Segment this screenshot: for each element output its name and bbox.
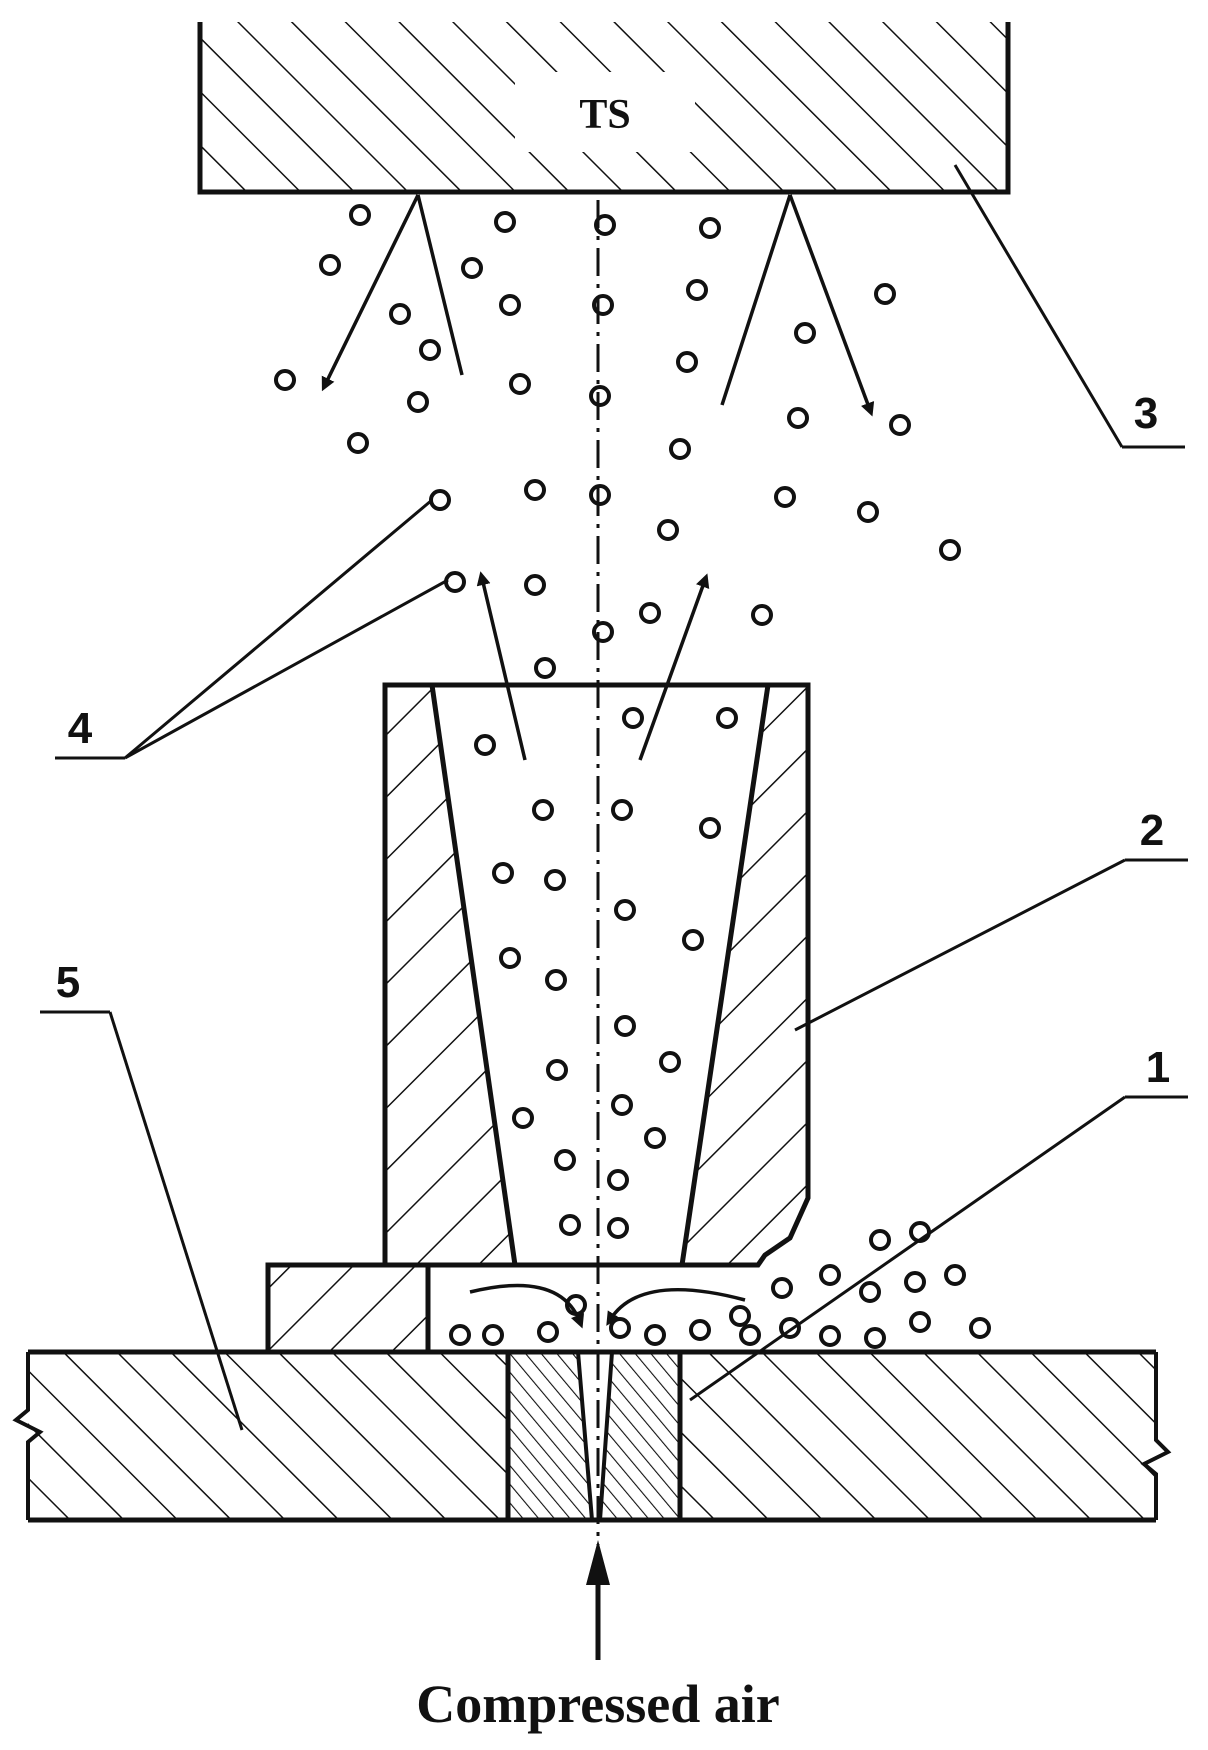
compressed-air-arrow	[586, 1540, 610, 1660]
caption-compressed-air: Compressed air	[416, 1674, 779, 1734]
label-1: 1	[1146, 1043, 1170, 1092]
nozzle-body	[265, 682, 811, 1355]
label-2: 2	[1140, 806, 1164, 855]
label-3: 3	[1134, 389, 1158, 438]
label-5: 5	[56, 958, 80, 1007]
label-4: 4	[68, 704, 93, 753]
target-label: TS	[579, 92, 630, 138]
flow-arrows	[321, 194, 875, 1329]
air-inlet-insert	[505, 1350, 683, 1522]
base-plate	[12, 1349, 1172, 1523]
abrasive-particles	[274, 204, 991, 1349]
target-surface: TS	[197, 22, 1011, 195]
leader-lines	[40, 164, 1188, 1431]
